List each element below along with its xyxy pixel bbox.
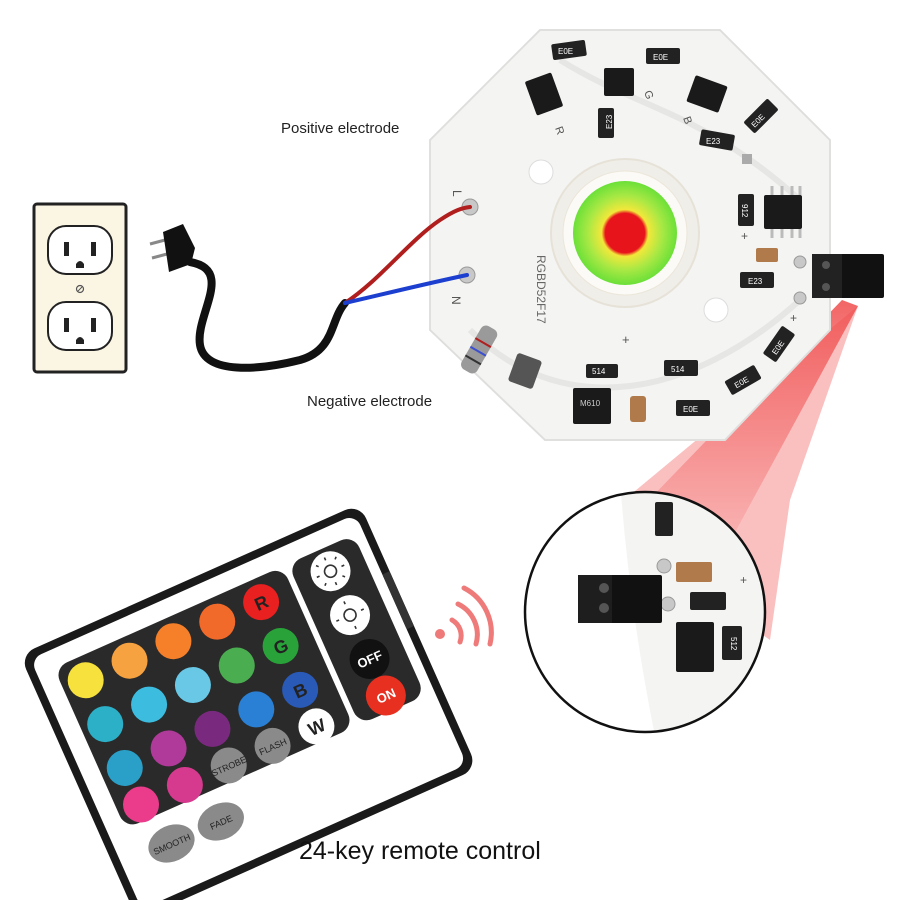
resistor-code: E0E	[653, 53, 668, 62]
remote-caption: 24-key remote control	[299, 837, 541, 865]
chip-code: M610	[580, 399, 601, 408]
pcb-neutral-mark: N	[449, 296, 463, 305]
pcb-b-mark: B	[680, 115, 694, 126]
positive-electrode-label: Positive electrode	[281, 120, 400, 137]
pcb-model-text: RGBD52F17	[534, 255, 548, 324]
pcb-line-mark: L	[450, 190, 464, 197]
negative-electrode-label: Negative electrode	[307, 393, 433, 410]
resistor-code: 912	[740, 204, 749, 218]
key-w[interactable]: W	[305, 715, 329, 740]
remote-control: R G B W OFF ON FLASH STROBE FADE SMOOTH	[24, 508, 473, 900]
resistor-code: 512	[729, 637, 738, 651]
resistor-code: 514	[592, 367, 606, 376]
live-wire-red	[343, 205, 472, 305]
resistor-code: E0E	[558, 47, 573, 56]
pcb-r-mark: R	[552, 125, 566, 137]
resistor-code: E23	[605, 114, 614, 129]
rgb-led-emitter	[573, 181, 677, 285]
neutral-wire-blue	[343, 273, 469, 305]
ir-signal-icon	[435, 585, 494, 647]
pcb-plus-mark: +	[622, 332, 630, 347]
pcb-g-mark: G	[641, 89, 655, 101]
pcb-plus-mark-4: +	[740, 573, 747, 587]
led-driver-board	[343, 29, 884, 441]
pcb-plus-mark-2: +	[741, 229, 748, 243]
resistor-code: E23	[706, 137, 721, 146]
resistor-code: E23	[748, 277, 763, 286]
magnified-detail	[523, 490, 767, 734]
power-cord	[186, 258, 349, 372]
pcb-plus-mark-3: +	[790, 311, 797, 325]
wall-outlet	[32, 202, 128, 374]
ir-receiver	[793, 254, 884, 305]
ir-beam	[620, 300, 858, 560]
resistor-code: E0E	[683, 405, 698, 414]
key-on[interactable]: ON	[374, 685, 398, 707]
resistor-code: 514	[671, 365, 685, 374]
